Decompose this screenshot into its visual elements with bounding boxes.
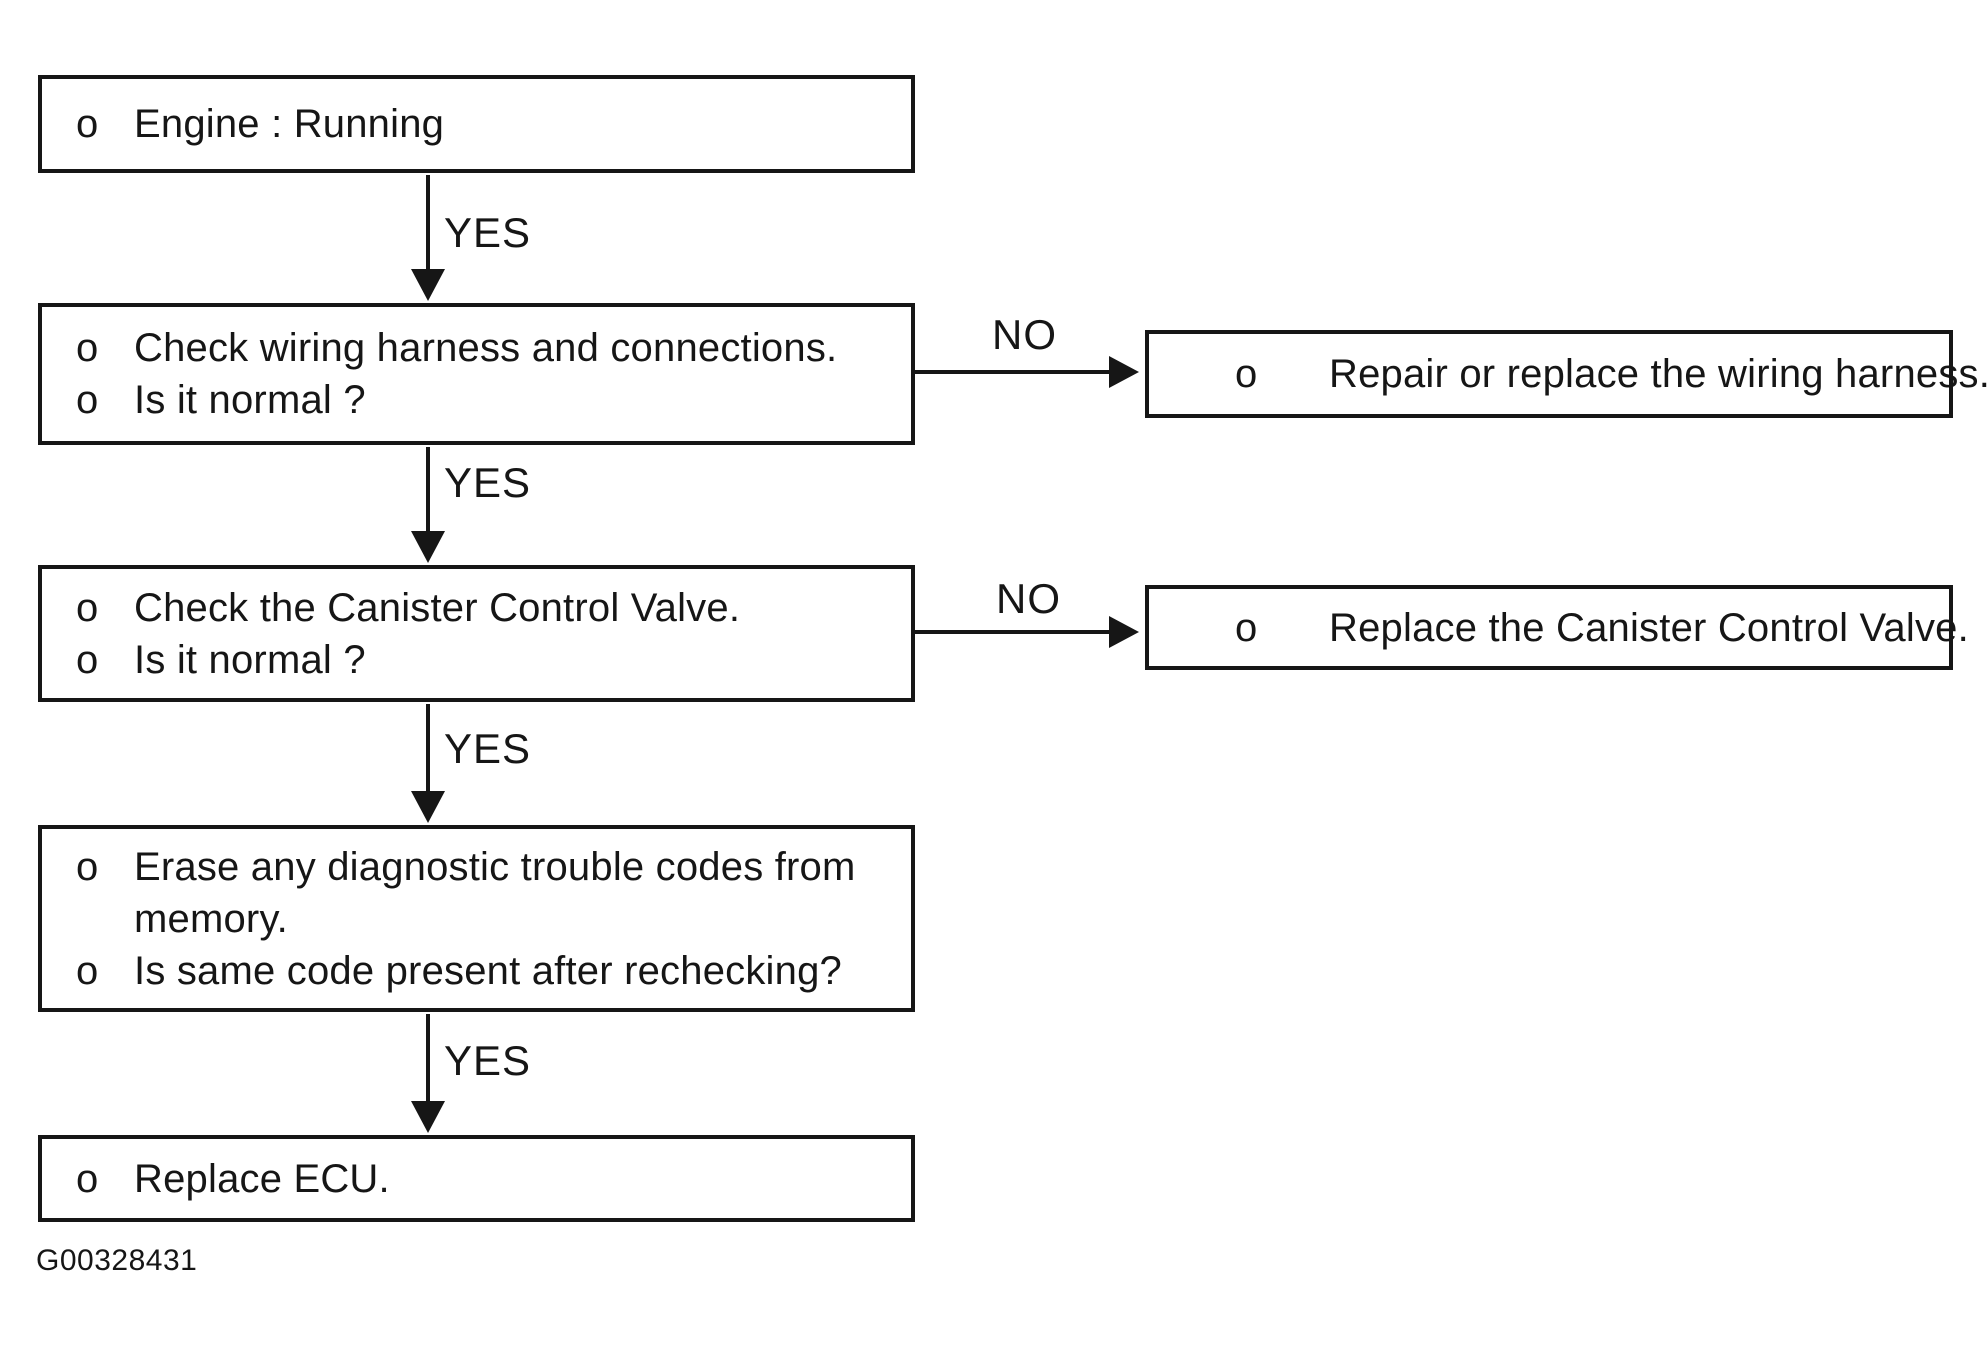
arrow-line: [426, 447, 430, 533]
node-line: o Repair or replace the wiring harness.: [1235, 348, 1988, 400]
arrow-down-icon: [411, 269, 445, 301]
node-line: o Erase any diagnostic trouble codes fro…: [76, 841, 891, 893]
bullet-marker: o: [76, 1156, 99, 1201]
node-text: Is same code present after rechecking?: [134, 948, 842, 993]
bullet-marker: o: [76, 326, 99, 370]
figure-id: G00328431: [36, 1244, 198, 1277]
bullet-marker: o: [1235, 352, 1258, 396]
bullet-marker: o: [76, 102, 99, 146]
bullet-marker: o: [76, 948, 99, 993]
node-text: Engine : Running: [134, 102, 445, 146]
edge-label-yes-4: YES: [444, 1037, 532, 1084]
node-text: Replace the Canister Control Valve.: [1329, 605, 1969, 650]
node-text: Check wiring harness and connections.: [134, 326, 838, 370]
node-line: o Check wiring harness and connections.: [76, 322, 891, 374]
node-line: o Check the Canister Control Valve.: [76, 582, 891, 634]
arrow-down-icon: [411, 1101, 445, 1133]
node-text: Is it normal ?: [134, 378, 366, 422]
edge-label-yes-3: YES: [444, 725, 532, 772]
arrow-line: [426, 175, 430, 273]
arrow-line: [915, 370, 1113, 374]
bullet-marker: o: [76, 585, 99, 630]
arrow-line: [426, 704, 430, 793]
edge-label-no-1: NO: [992, 311, 1057, 358]
flowchart-node-check-canister: o Check the Canister Control Valve. o Is…: [38, 565, 915, 702]
flowchart-node-repair-harness: o Repair or replace the wiring harness.: [1145, 330, 1988, 418]
arrow-down-icon: [411, 791, 445, 823]
edge-label-no-2: NO: [996, 575, 1061, 622]
flowchart-node-replace-canister: o Replace the Canister Control Valve.: [1145, 585, 1969, 670]
node-text: Erase any diagnostic trouble codes from: [134, 844, 856, 889]
edge-label-yes-2: YES: [444, 459, 532, 506]
bullet-marker: o: [76, 378, 99, 422]
bullet-marker: o: [1235, 605, 1258, 650]
arrow-right-icon: [1109, 616, 1139, 648]
bullet-marker: o: [76, 844, 99, 889]
node-line: memory.: [76, 893, 891, 945]
node-text: Repair or replace the wiring harness.: [1329, 352, 1988, 396]
node-line: o Replace ECU.: [76, 1153, 891, 1205]
arrow-right-icon: [1109, 356, 1139, 388]
node-line: o Engine : Running: [76, 98, 891, 150]
flowchart-node-erase-codes: o Erase any diagnostic trouble codes fro…: [38, 825, 915, 1012]
node-line: o Is it normal ?: [76, 634, 891, 686]
flowchart-node-replace-ecu: o Replace ECU.: [38, 1135, 915, 1222]
bullet-marker: o: [76, 637, 99, 682]
flowchart-node-check-wiring: o Check wiring harness and connections. …: [38, 303, 915, 445]
node-text: Check the Canister Control Valve.: [134, 585, 741, 630]
edge-label-yes-1: YES: [444, 209, 532, 256]
arrow-down-icon: [411, 531, 445, 563]
node-text: memory.: [134, 896, 288, 941]
node-line: o Is it normal ?: [76, 374, 891, 426]
node-text: Is it normal ?: [134, 637, 366, 682]
arrow-line: [426, 1014, 430, 1103]
flowchart-node-engine-running: o Engine : Running: [38, 75, 915, 173]
arrow-line: [915, 630, 1113, 634]
node-line: o Is same code present after rechecking?: [76, 945, 891, 997]
node-text: Replace ECU.: [134, 1156, 390, 1201]
node-line: o Replace the Canister Control Valve.: [1235, 602, 1969, 654]
